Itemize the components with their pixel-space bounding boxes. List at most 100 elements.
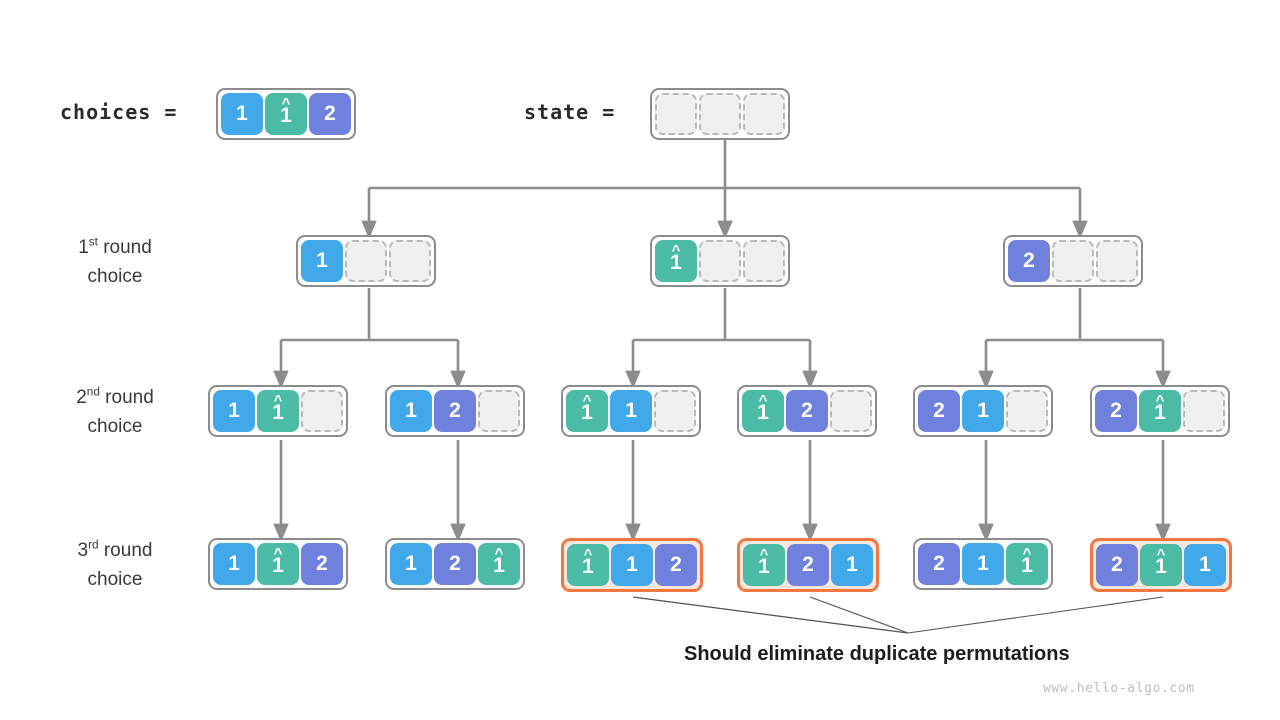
array-cell-value: 2 <box>1008 240 1050 282</box>
array-cell-empty <box>1183 390 1225 432</box>
array-cell-duplicate-one: ^1 <box>567 544 609 586</box>
array-cell-value: 1 <box>962 390 1004 432</box>
array-cell-value: 2 <box>655 544 697 586</box>
caret-icon: ^ <box>583 545 593 563</box>
array-cell-empty <box>699 240 741 282</box>
array-cell-value: 2 <box>309 93 351 135</box>
array-cell-value: 1 <box>390 543 432 585</box>
ordinal-suffix: st <box>88 235 98 249</box>
caret-icon: ^ <box>273 391 283 409</box>
array-cell-duplicate-one: ^1 <box>257 543 299 585</box>
array-cell-value: 1 <box>831 544 873 586</box>
round-label-line-1: 3rd round <box>77 538 153 561</box>
round-label-line-2: choice <box>87 416 143 438</box>
array-cell-duplicate-one: ^1 <box>478 543 520 585</box>
array-cell-duplicate-one: ^1 <box>655 240 697 282</box>
array-cell-value: 1 <box>213 390 255 432</box>
array-cell-value: 2 <box>787 544 829 586</box>
hatted-value: ^1 <box>272 544 284 577</box>
caret-icon: ^ <box>671 241 681 259</box>
array-cell-value: 2 <box>434 543 476 585</box>
array-cell-value: 1 <box>390 390 432 432</box>
caret-icon: ^ <box>582 391 592 409</box>
caret-icon: ^ <box>281 94 291 112</box>
array-cell-value: 2 <box>1095 390 1137 432</box>
caret-icon: ^ <box>1156 545 1166 563</box>
ordinal-suffix: nd <box>86 385 100 399</box>
array-cell-value: 2 <box>786 390 828 432</box>
array-cell-value: 2 <box>918 543 960 585</box>
tree-node: 2 <box>1003 235 1143 287</box>
array-cell-empty <box>345 240 387 282</box>
array-cell-empty <box>743 240 785 282</box>
array-cell-duplicate-one: ^1 <box>566 390 608 432</box>
ordinal-suffix: rd <box>88 538 99 552</box>
array-cell-value: 1 <box>301 240 343 282</box>
array-cell-empty <box>389 240 431 282</box>
choices-array: 1 ^1 2 <box>216 88 356 140</box>
array-cell-value: 1 <box>221 93 263 135</box>
tree-node: ^1 2 <box>737 385 877 437</box>
hatted-value: ^1 <box>757 391 769 424</box>
array-cell-value: 1 <box>610 390 652 432</box>
array-cell-value: 1 <box>1184 544 1226 586</box>
hatted-value: ^1 <box>758 545 770 578</box>
round-label-line-2: choice <box>87 266 143 288</box>
tree-node: 2 ^1 <box>1090 385 1230 437</box>
array-cell-empty <box>301 390 343 432</box>
array-cell-empty <box>1006 390 1048 432</box>
array-cell-empty <box>830 390 872 432</box>
round-label-1: 1st round choice <box>40 233 190 292</box>
hatted-value: ^1 <box>272 391 284 424</box>
caret-icon: ^ <box>494 544 504 562</box>
array-cell-empty <box>655 93 697 135</box>
array-cell-empty <box>1052 240 1094 282</box>
duplicate-callout-leaders <box>632 596 1164 634</box>
hatted-value: ^1 <box>493 544 505 577</box>
array-cell-value: 2 <box>434 390 476 432</box>
array-cell-empty <box>699 93 741 135</box>
array-cell-value: 2 <box>918 390 960 432</box>
caret-icon: ^ <box>1022 544 1032 562</box>
array-cell-empty <box>478 390 520 432</box>
array-cell-value: 2 <box>301 543 343 585</box>
array-cell-empty <box>743 93 785 135</box>
state-label: state = <box>524 100 616 124</box>
hatted-value: ^1 <box>1155 545 1167 578</box>
tree-node: 1 ^1 2 <box>208 538 348 590</box>
array-cell-empty <box>654 390 696 432</box>
caret-icon: ^ <box>759 545 769 563</box>
round-label-line-1: 1st round <box>78 235 152 258</box>
array-cell-value: 1 <box>611 544 653 586</box>
hatted-value: ^1 <box>582 545 594 578</box>
round-label-line-2: choice <box>87 569 143 591</box>
choices-label: choices = <box>60 100 178 124</box>
hatted-value: ^1 <box>1154 391 1166 424</box>
tree-node: 1 <box>296 235 436 287</box>
caret-icon: ^ <box>758 391 768 409</box>
site-watermark: www.hello-algo.com <box>1043 681 1195 696</box>
array-cell-duplicate-one: ^1 <box>1139 390 1181 432</box>
hatted-value: ^1 <box>280 94 292 127</box>
array-cell-duplicate-one: ^1 <box>1140 544 1182 586</box>
array-cell-value: 1 <box>962 543 1004 585</box>
caret-icon: ^ <box>1155 391 1165 409</box>
hatted-value: ^1 <box>670 241 682 274</box>
array-cell-empty <box>1096 240 1138 282</box>
array-cell-duplicate-one: ^1 <box>257 390 299 432</box>
array-cell-duplicate-one: ^1 <box>1006 543 1048 585</box>
round-label-3: 3rd round choice <box>40 536 190 595</box>
duplicate-permutations-caption: Should eliminate duplicate permutations <box>684 643 1070 665</box>
caret-icon: ^ <box>273 544 283 562</box>
array-cell-value: 1 <box>213 543 255 585</box>
state-array <box>650 88 790 140</box>
